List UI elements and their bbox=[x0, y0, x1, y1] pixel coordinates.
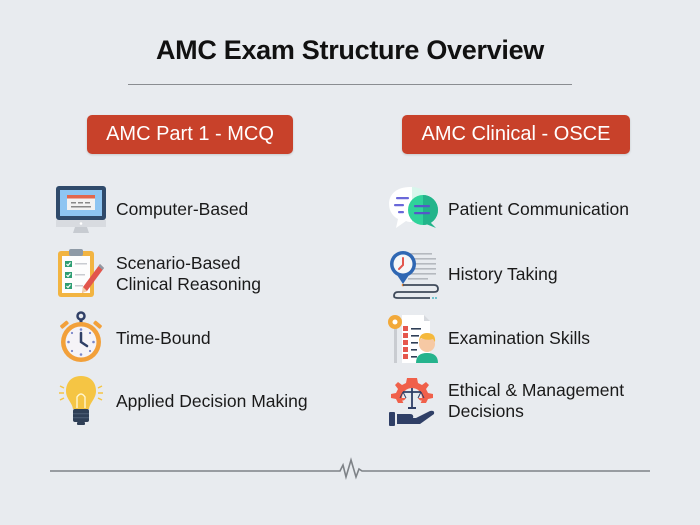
list-item-applied-decision: Applied Decision Making bbox=[54, 374, 308, 428]
page-title: AMC Exam Structure Overview bbox=[155, 35, 545, 65]
item-label: Scenario-Based Clinical Reasoning bbox=[116, 253, 261, 294]
item-label: Ethical & Management Decisions bbox=[448, 380, 625, 421]
lightbulb-icon bbox=[54, 374, 108, 428]
item-label: Patient Communication bbox=[448, 198, 629, 219]
list-item-scenario-based: Scenario-Based Clinical Reasoning bbox=[54, 247, 261, 301]
item-label: Applied Decision Making bbox=[116, 390, 308, 411]
doctor-checklist-icon bbox=[386, 311, 440, 365]
list-item-history-taking: History Taking bbox=[386, 247, 558, 301]
item-label: History Taking bbox=[448, 263, 558, 284]
list-item-patient-communication: Patient Communication bbox=[386, 182, 629, 236]
list-item-examination-skills: Examination Skills bbox=[386, 311, 590, 365]
stopwatch-icon bbox=[54, 311, 108, 365]
clock-timeline-icon bbox=[386, 247, 440, 301]
list-item-time-bound: Time-Bound bbox=[54, 311, 211, 365]
chat-bubbles-icon bbox=[386, 182, 440, 236]
mcq-heading-badge: AMC Part 1 - MCQ bbox=[87, 115, 293, 154]
item-label: Computer-Based bbox=[116, 198, 249, 219]
list-item-ethical-management: Ethical & Management Decisions bbox=[386, 374, 624, 428]
item-label: Time-Bound bbox=[116, 327, 211, 348]
item-label: Examination Skills bbox=[448, 327, 590, 348]
scales-gear-hand-icon bbox=[386, 374, 440, 428]
osce-heading-badge: AMC Clinical - OSCE bbox=[402, 115, 630, 154]
heartbeat-divider bbox=[48, 455, 652, 485]
title-divider bbox=[128, 84, 572, 85]
list-item-computer-based: Computer-Based bbox=[54, 182, 248, 236]
clipboard-checklist-icon bbox=[54, 247, 108, 301]
computer-monitor-icon bbox=[54, 182, 108, 236]
